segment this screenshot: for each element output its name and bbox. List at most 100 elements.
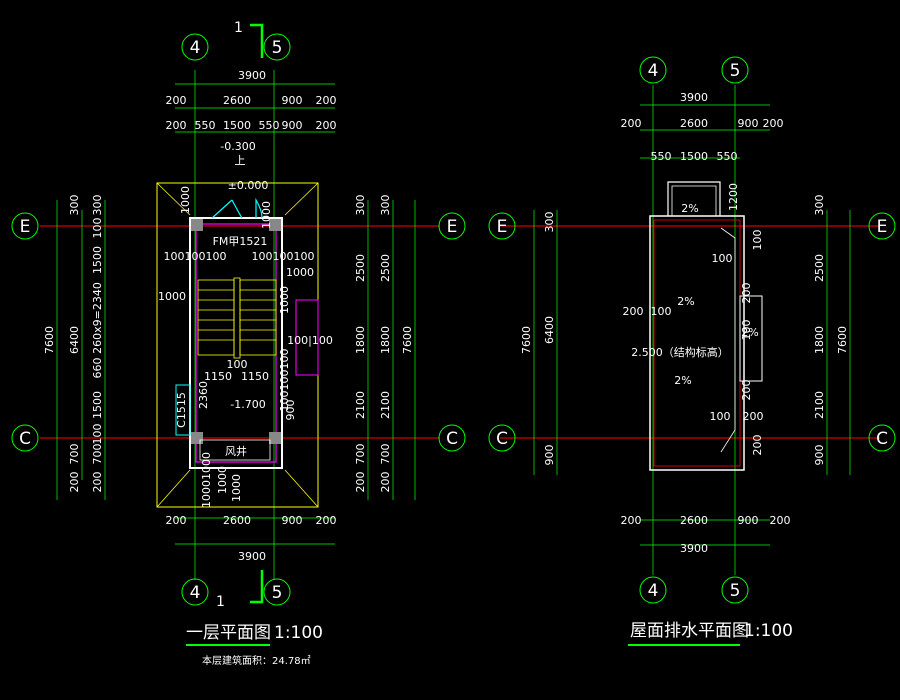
dim-label: 1000 xyxy=(278,286,291,314)
svg-text:C: C xyxy=(496,429,508,449)
dim-label: 200 xyxy=(740,283,753,304)
level-label: ±0.000 xyxy=(228,179,269,192)
axis-bubble-5-top: 5 xyxy=(263,33,291,61)
dim-label: 100 xyxy=(91,424,104,445)
dim-label: 200 xyxy=(91,472,104,493)
dim-label: 2600 xyxy=(680,514,708,527)
dim-label: 100100100 xyxy=(164,250,227,263)
dim-label: 550 xyxy=(717,150,738,163)
dim-label: 900 xyxy=(282,94,303,107)
slope-label: 2% xyxy=(681,202,698,215)
dim-label: 3900 xyxy=(680,91,708,104)
column xyxy=(191,219,203,231)
dim-total-top: 3900 xyxy=(238,69,266,82)
dim-label: 100100100 xyxy=(278,349,291,412)
axis-bubble-4-bottom: 4 xyxy=(639,576,667,604)
svg-text:C: C xyxy=(876,429,888,449)
dim-label: 7600 xyxy=(43,326,56,354)
svg-text:E: E xyxy=(20,217,31,237)
air-well-label: 风井 xyxy=(225,444,247,458)
dim-label: 6400 xyxy=(543,316,556,344)
dim-label: 100 xyxy=(227,358,248,371)
axis-bubble-e-left: E xyxy=(11,212,39,240)
dim-label: 700 xyxy=(379,444,392,465)
dim-label: 7600 xyxy=(401,326,414,354)
slope-label: 2% xyxy=(674,374,691,387)
dim-label: 100 xyxy=(91,218,104,239)
area-note: 本层建筑面积：24.78㎡ xyxy=(202,654,311,667)
section-number-bottom: 1 xyxy=(216,594,225,610)
svg-text:4: 4 xyxy=(190,38,201,58)
svg-text:E: E xyxy=(877,217,888,237)
dim-label: 200 xyxy=(770,514,791,527)
level-label: -1.700 xyxy=(230,398,265,411)
dim-label: 100 xyxy=(712,252,733,265)
axis-bubble-4-top: 4 xyxy=(181,33,209,61)
section-marker-bottom xyxy=(250,570,264,604)
dim-label: 7600 xyxy=(836,326,849,354)
dim-label: 200 xyxy=(316,119,337,132)
axis-bubble-e-left: E xyxy=(488,212,516,240)
dim-label: 1000 xyxy=(286,266,314,279)
dim-label: 7600 xyxy=(520,326,533,354)
dim-label: 700 xyxy=(91,444,104,465)
svg-text:E: E xyxy=(497,217,508,237)
dim-label: 900 xyxy=(284,400,297,421)
dim-label: 200 xyxy=(316,514,337,527)
dim-label: 200 xyxy=(623,305,644,318)
dim-label: 2600 xyxy=(223,514,251,527)
dim-label: 10001000 xyxy=(200,452,213,508)
svg-text:C: C xyxy=(446,429,458,449)
axis-bubble-c-right: C xyxy=(438,424,466,452)
dim-label: 900 xyxy=(738,117,759,130)
axis-bubble-c-right: C xyxy=(868,424,896,452)
column xyxy=(269,432,281,444)
axis-bubble-5-top: 5 xyxy=(721,56,749,84)
dim-label: 300 xyxy=(91,195,104,216)
dim-label: 6400 xyxy=(68,326,81,354)
dim-label: 2500 xyxy=(354,254,367,282)
dim-label: 550 xyxy=(651,150,672,163)
dim-label: 1000 xyxy=(216,466,229,494)
svg-text:4: 4 xyxy=(190,583,201,603)
column xyxy=(269,219,281,231)
dim-label: 200 xyxy=(166,94,187,107)
dim-label: 300 xyxy=(68,195,81,216)
left-scale: 1:100 xyxy=(274,623,323,643)
svg-text:4: 4 xyxy=(648,61,659,81)
svg-text:C: C xyxy=(19,429,31,449)
dim-label: 900 xyxy=(543,445,556,466)
dim-label: 1150 xyxy=(241,370,269,383)
air-well xyxy=(199,439,271,461)
dim-label: 200 xyxy=(68,472,81,493)
level-label: -0.300 xyxy=(220,140,255,153)
gutter xyxy=(720,227,736,453)
svg-text:4: 4 xyxy=(648,581,659,601)
roof-outline xyxy=(649,215,745,471)
door-swing xyxy=(211,197,263,219)
dim-label: 550 xyxy=(259,119,280,132)
left-plan: 4 5 4 5 E E C C 1 xyxy=(11,20,466,667)
dim-label: 1150 xyxy=(204,370,232,383)
dim-label: 2500 xyxy=(813,254,826,282)
dim-label: 200 xyxy=(740,380,753,401)
svg-text:5: 5 xyxy=(730,581,741,601)
dim-label: 1800 xyxy=(813,326,826,354)
exterior-wall xyxy=(189,217,283,469)
dim-label: 1800 xyxy=(354,326,367,354)
dim-label: 300 xyxy=(379,195,392,216)
dim-label: 200 xyxy=(621,514,642,527)
slope-label: 2% xyxy=(677,295,694,308)
dim-label: 200 xyxy=(166,514,187,527)
dim-label: 1800 xyxy=(379,326,392,354)
level-label: 2.500（结构标高） xyxy=(631,345,729,359)
roof-hatch xyxy=(667,181,721,216)
slope-label: 2% xyxy=(741,326,758,339)
dim-label: 2100 xyxy=(813,391,826,419)
dim-label: 100|100 xyxy=(287,334,333,347)
dim-label: 700 xyxy=(354,444,367,465)
dim-label: 1000 xyxy=(260,201,273,229)
dim-label: 1500 xyxy=(680,150,708,163)
dim-label: 200 xyxy=(379,472,392,493)
